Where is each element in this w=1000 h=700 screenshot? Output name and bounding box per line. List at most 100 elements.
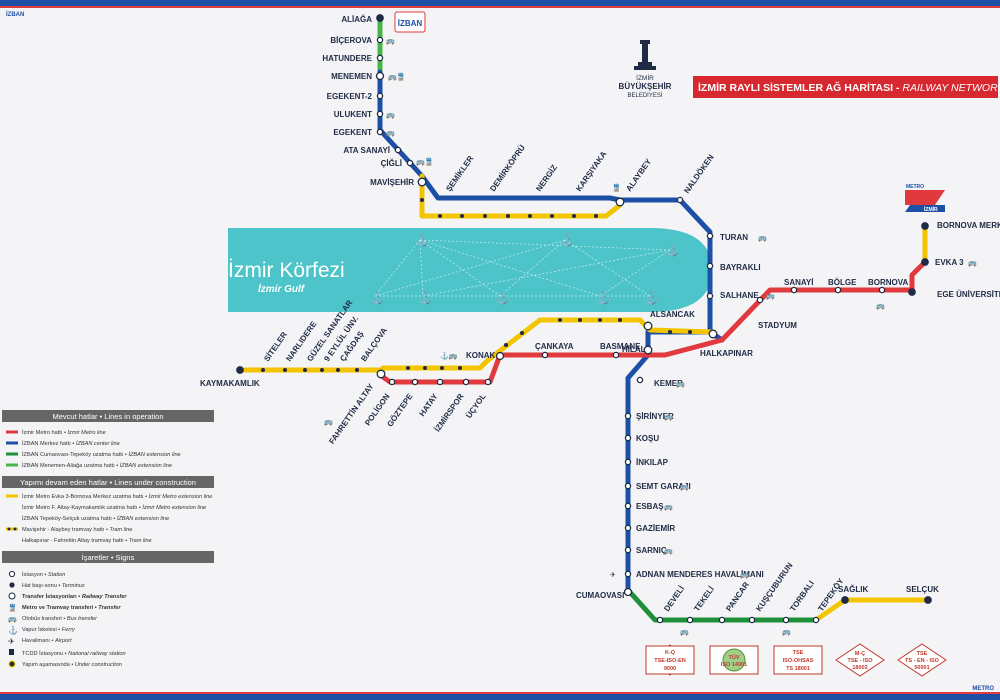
station-label: EGE ÜNİVERSİTESİ <box>937 290 1000 299</box>
station-dot[interactable] <box>376 54 384 62</box>
metro-logo-text: METRO <box>906 184 924 190</box>
station-dot[interactable] <box>376 110 384 118</box>
title-en: RAILWAY NETWORK MAP <box>902 82 1000 94</box>
legend-item: Mavişehir - Alaybey tramvay hattı • Tram… <box>22 527 132 533</box>
station-dot[interactable] <box>624 434 632 442</box>
line-tram-karsiyaka <box>419 173 623 219</box>
transfer-dot[interactable] <box>375 71 385 81</box>
legend-sign: Havalimanı • Airport <box>22 638 72 644</box>
station-label: GAZİEMİR <box>636 524 675 533</box>
station-dot[interactable] <box>878 286 886 294</box>
municipality-line2: BÜYÜKŞEHİR <box>619 82 672 91</box>
terminus-kaymakamlik[interactable] <box>236 366 244 374</box>
station-dot[interactable] <box>624 524 632 532</box>
bus-icon: 🚌 <box>386 112 395 119</box>
station-dot[interactable] <box>686 616 694 624</box>
station-dot[interactable] <box>706 292 714 300</box>
station-label: NALDÖKEN <box>682 153 716 195</box>
station-dot[interactable] <box>624 482 632 490</box>
station-dot[interactable] <box>624 570 632 578</box>
station-dot[interactable] <box>624 458 632 466</box>
station-dot[interactable] <box>541 351 549 359</box>
terminus-bornova-merkez[interactable] <box>921 222 929 230</box>
station-label: DEVELİ <box>662 584 686 613</box>
transfer-dot[interactable] <box>417 177 427 187</box>
transfer-dot[interactable] <box>376 369 386 379</box>
station-dot[interactable] <box>411 378 419 386</box>
rail-lines <box>237 15 931 623</box>
station-label: STADYUM <box>758 321 797 330</box>
terminus-selcuk[interactable] <box>924 596 932 604</box>
station-dot[interactable] <box>484 378 492 386</box>
station-dot[interactable] <box>376 128 384 136</box>
cert-badge: TSE TS - EN - ISO 50001 <box>897 643 947 677</box>
terminus-aliaga[interactable] <box>376 14 384 22</box>
station-dot[interactable] <box>436 378 444 386</box>
transfer-dot[interactable] <box>615 197 625 207</box>
station-dot[interactable] <box>718 616 726 624</box>
transfer-dot[interactable] <box>643 321 653 331</box>
station-label: EGEKENT-2 <box>327 92 373 101</box>
transfer-dot[interactable] <box>495 351 505 361</box>
station-label: ŞİRİNYER <box>636 412 674 421</box>
station-labels: ALİAĞA BİÇEROVA HATUNDERE MENEMEN EGEKEN… <box>200 15 1000 613</box>
station-label: BÖLGE <box>828 278 857 287</box>
legend-item: İZBAN Cumaovası-Tepeköy uzatma hattı • İ… <box>22 451 181 458</box>
station-dot[interactable] <box>812 616 820 624</box>
station-label: EVKA 3 <box>935 258 964 267</box>
station-dot[interactable] <box>376 92 384 100</box>
airport-icon: ✈ <box>610 572 616 579</box>
station-dot[interactable] <box>624 412 632 420</box>
svg-text:K-Q: K-Q <box>665 650 676 656</box>
svg-text:ISO 14001: ISO 14001 <box>721 662 747 668</box>
gulf-name-en: İzmir Gulf <box>258 282 306 295</box>
station-label: BORNOVA MERKEZ <box>937 221 1000 230</box>
station-dot[interactable] <box>376 36 384 44</box>
top-frame-bar <box>0 0 1000 6</box>
bus-icon: 🚌 <box>876 303 885 310</box>
legend-sign: Otobüs transferi • Bus transfer <box>22 616 98 622</box>
terminus-ege[interactable] <box>908 288 916 296</box>
station-dot[interactable] <box>706 262 714 270</box>
station-dot[interactable] <box>636 376 644 384</box>
station-dot[interactable] <box>462 378 470 386</box>
station-dot[interactable] <box>706 232 714 240</box>
station-dot[interactable] <box>624 546 632 554</box>
construction-dot[interactable] <box>841 596 849 604</box>
construction-dot[interactable] <box>921 258 929 266</box>
station-dot[interactable] <box>676 196 684 204</box>
station-label: SALHANE <box>720 291 759 300</box>
station-dot[interactable] <box>748 616 756 624</box>
legend-sign: Hat başı-sonu • Terminus <box>22 583 85 589</box>
title-text: İZMİR RAYLI SİSTEMLER AĞ HARİTASI - RAIL… <box>698 81 1000 94</box>
transfer-dot[interactable] <box>708 329 718 339</box>
station-label: HİLAL <box>622 345 646 354</box>
station-dot[interactable] <box>782 616 790 624</box>
bus-icon: 🚌 <box>968 260 977 267</box>
municipality-logo: İZMİR BÜYÜKŞEHİR BELEDİYESİ <box>619 40 672 99</box>
svg-text:TSE - ISO: TSE - ISO <box>847 658 873 664</box>
station-dot[interactable] <box>388 378 396 386</box>
station-dot[interactable] <box>394 146 402 154</box>
station-dot[interactable] <box>406 159 414 167</box>
station-markers <box>236 14 932 624</box>
bus-icon: 🚌 <box>664 414 673 421</box>
station-dot[interactable] <box>656 616 664 624</box>
legend-sign: Metro ve Tramvay transferi • Transfer <box>22 605 121 611</box>
anchor-icon: ⚓ <box>418 291 433 305</box>
bus-icon: 🚌🚆 <box>388 72 405 81</box>
station-dot[interactable] <box>756 296 764 304</box>
station-dot[interactable] <box>834 286 842 294</box>
legend-lines-construction: İzmir Metro Evka 3-Bornova Merkez uzatma… <box>6 493 212 544</box>
station-label: HALKAPINAR <box>700 349 753 358</box>
transfer-dot[interactable] <box>643 345 653 355</box>
station-dot[interactable] <box>612 351 620 359</box>
station-dot[interactable] <box>790 286 798 294</box>
airplane-icon: ✈ <box>8 637 15 646</box>
station-dot[interactable] <box>624 502 632 510</box>
legend-sign: Vapur İskelesi • Ferry <box>22 626 76 633</box>
station-label: HATUNDERE <box>322 54 372 63</box>
transfer-dot[interactable] <box>623 587 633 597</box>
municipality-line1: İZMİR <box>636 73 654 82</box>
